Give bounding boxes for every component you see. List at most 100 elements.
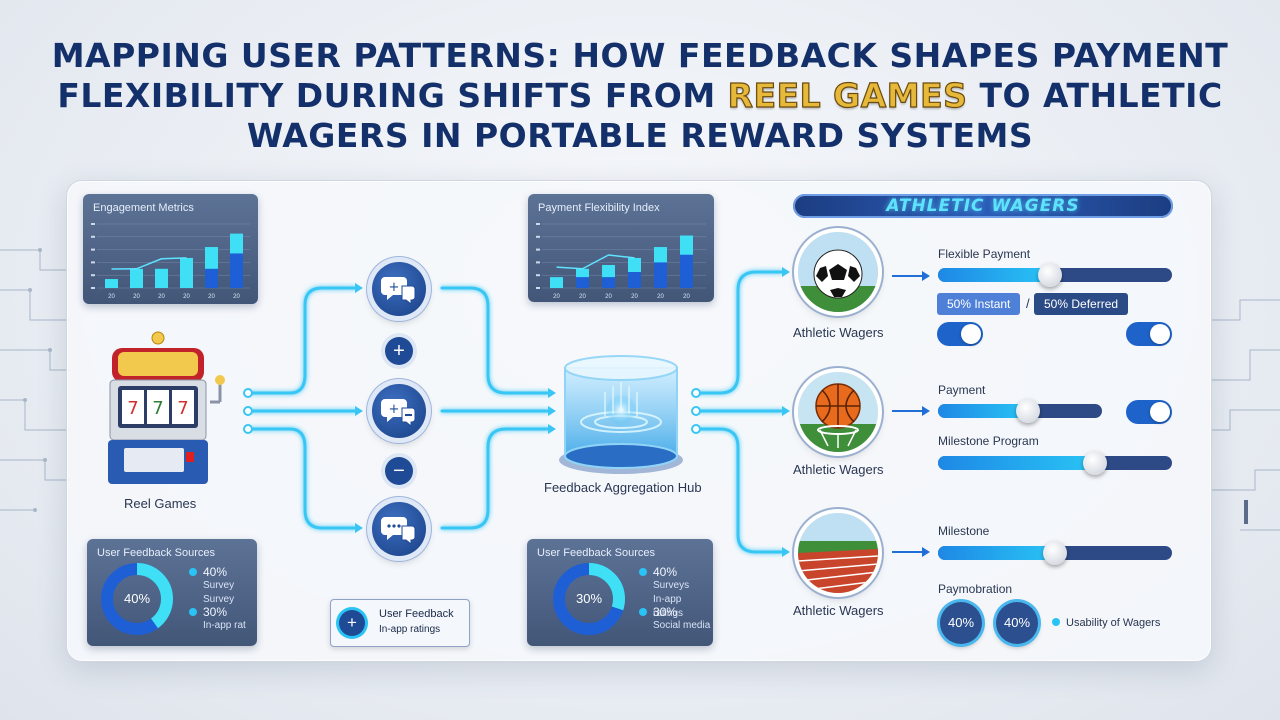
svg-text:7: 7: [152, 398, 163, 419]
circuit-decoration-left: [0, 248, 70, 512]
y-tick: [536, 274, 540, 277]
feedback-node-bottom[interactable]: [372, 502, 426, 556]
title-line-1: MAPPING USER PATTERNS: HOW FEEDBACK SHAP…: [51, 36, 1229, 75]
payment-label: Payment: [938, 383, 986, 397]
trend-line: [556, 254, 635, 270]
bar-dark: [205, 268, 218, 288]
y-tick: [91, 248, 95, 251]
svg-text:7: 7: [127, 398, 138, 419]
chart-grid: [97, 223, 250, 289]
slider-fill: [938, 268, 1051, 282]
y-tick: [536, 223, 540, 225]
bar-light: [155, 268, 168, 288]
bar-dark: [230, 253, 243, 288]
bar-light: [550, 277, 563, 288]
slider-knob[interactable]: [1038, 263, 1063, 287]
connector-hub-bottom: [696, 427, 784, 554]
payment-toggle[interactable]: [1126, 400, 1172, 424]
bar-light: [130, 268, 143, 288]
bar-light: [105, 279, 118, 288]
svg-text:7: 7: [177, 398, 188, 419]
y-tick: [536, 235, 540, 238]
feedback-node-middle[interactable]: +: [372, 384, 426, 438]
percent-badge-1: 40%: [940, 602, 982, 644]
y-tick: [91, 274, 95, 277]
title-line-2: FLEXIBILITY DURING SHIFTS FROM REEL GAME…: [57, 75, 1223, 115]
donut-chart-mid: [553, 563, 625, 635]
feedback-sources-card-mid: User Feedback Sources 30% 40% Surveys In…: [527, 539, 713, 646]
milestone-program-label: Milestone Program: [938, 434, 1039, 448]
payment-flexibility-title: Payment Flexibility Index: [538, 202, 660, 214]
milestone-slider[interactable]: [938, 541, 1172, 565]
bar-label: 20: [233, 294, 240, 300]
chat-plus-minus-icon: +: [381, 399, 416, 428]
bar-label: 20: [133, 294, 140, 300]
user-feedback-box[interactable]: + User Feedback In-app ratings: [330, 599, 470, 647]
feedback-sources-card-left: User Feedback Sources 40% 40% Survey Sur…: [87, 539, 257, 646]
engagement-metrics-title: Engagement Metrics: [93, 202, 194, 214]
trend-line: [111, 257, 187, 270]
usability-legend: Usability of Wagers: [1052, 617, 1160, 629]
title-line-3: WAGERS IN PORTABLE REWARD SYSTEMS: [246, 116, 1034, 155]
chart-grid: [542, 223, 706, 289]
flexible-payment-slider[interactable]: [938, 263, 1172, 287]
feedback-node-top[interactable]: +: [372, 262, 426, 316]
reel-games-label: Reel Games: [124, 496, 197, 511]
feedback-sources-title-mid: User Feedback Sources: [537, 547, 655, 559]
feedback-legend-mid-1: 40% Surveys In-app ratings: [639, 565, 713, 621]
bar-label: 20: [553, 294, 560, 300]
connector-source-bottom: [248, 427, 357, 530]
bar-label: 20: [108, 294, 115, 300]
user-feedback-line1: User Feedback: [379, 608, 454, 620]
connector-node-bottom-hub: [440, 427, 550, 530]
bar-label: 20: [657, 294, 664, 300]
slot-machine-icon: 7 7 7: [108, 331, 225, 484]
donut-segment: [553, 563, 625, 635]
bar-label: 20: [631, 294, 638, 300]
bar-dark: [680, 254, 693, 288]
athletic-label-1: Athletic Wagers: [793, 325, 884, 340]
feedback-legend-left-2: 30% In-app rat: [189, 605, 246, 633]
y-tick: [91, 287, 95, 289]
y-tick: [536, 287, 540, 289]
milestone-program-slider[interactable]: [938, 451, 1172, 475]
paymobration-label: Paymobration: [938, 582, 1013, 596]
bar-label: 20: [208, 294, 215, 300]
y-tick: [536, 261, 540, 264]
y-tick: [536, 248, 540, 251]
instant-chip[interactable]: 50% Instant: [937, 293, 1021, 315]
flexible-payment-label: Flexible Payment: [938, 247, 1031, 261]
page-title: MAPPING USER PATTERNS: HOW FEEDBACK SHAP…: [40, 36, 1240, 156]
y-tick: [91, 223, 95, 225]
connector-node-top-hub: [440, 286, 550, 395]
bar-label: 20: [579, 294, 586, 300]
title-highlight: REEL GAMES: [727, 75, 968, 115]
bar-label: 20: [605, 294, 612, 300]
donut-chart-left: [101, 563, 173, 635]
chat-plus-icon: +: [381, 277, 416, 306]
bar-light: [180, 257, 193, 288]
toggle-left[interactable]: [937, 322, 983, 346]
athletic-label-3: Athletic Wagers: [793, 603, 884, 618]
connector-hub-top: [696, 270, 784, 395]
bar-dark: [628, 272, 641, 288]
minus-operator: −: [385, 457, 413, 485]
svg-text:+: +: [389, 402, 400, 417]
bar-dark: [576, 277, 589, 288]
toggle-right[interactable]: [1126, 322, 1172, 346]
bar-label: 20: [158, 294, 165, 300]
basketball-icon: [798, 372, 878, 452]
deferred-chip[interactable]: 50% Deferred: [1034, 293, 1129, 315]
athletic-wagers-banner: ATHLETIC WAGERS: [793, 194, 1173, 218]
athletic-label-2: Athletic Wagers: [793, 462, 884, 477]
payment-slider[interactable]: [938, 399, 1102, 423]
feedback-legend-left-1: 40% Survey Survey: [189, 565, 234, 607]
donut-center-left: 40%: [123, 591, 151, 606]
donut-center-mid: 30%: [575, 591, 603, 606]
feedback-hub-icon[interactable]: [555, 352, 687, 477]
y-tick: [91, 261, 95, 264]
svg-text:+: +: [389, 280, 400, 295]
